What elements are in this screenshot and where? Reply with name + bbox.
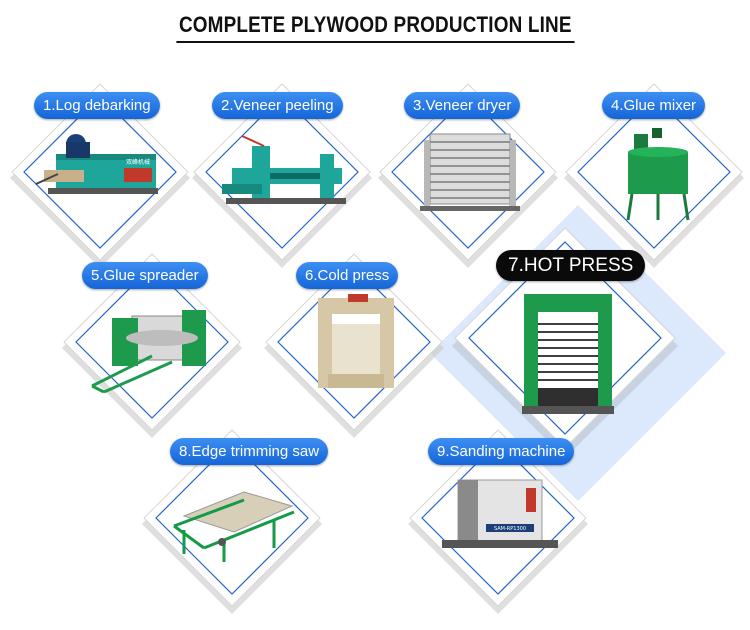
step-label-hot-press: 7.HOT PRESS xyxy=(496,250,646,281)
machine-plate-text: 双峰机械 xyxy=(126,158,150,166)
step-label-log-debarking: 1.Log debarking xyxy=(34,92,160,119)
edge-trimming-saw-machine-image xyxy=(173,491,295,562)
step-label-glue-mixer: 4.Glue mixer xyxy=(602,92,706,119)
step-label-veneer-peeling: 2.Veneer peeling xyxy=(212,92,343,119)
step-label-glue-spreader: 5.Glue spreader xyxy=(82,262,208,289)
step-label-sanding-machine: 9.Sanding machine xyxy=(428,438,575,465)
step-card-glue-spreader: 5.Glue spreader xyxy=(60,253,244,438)
page-title-wrap: COMPLETE PLYWOOD PRODUCTION LINE xyxy=(0,12,750,43)
step-label-edge-trimming-saw: 8.Edge trimming saw xyxy=(170,438,329,465)
veneer-peeling-machine-image xyxy=(222,135,346,204)
step-label-veneer-dryer: 3.Veneer dryer xyxy=(404,92,521,119)
diamond-frame xyxy=(452,227,678,458)
step-card-sanding-machine: SAM-RP1300 9.Sanding machine xyxy=(406,429,590,614)
cold-press-machine-image xyxy=(318,294,394,388)
hot-press-machine-image xyxy=(522,294,614,414)
log-debarking-machine-image: 双峰机械 xyxy=(36,134,158,194)
sanding-machine-image: SAM-RP1300 xyxy=(442,479,558,548)
veneer-dryer-machine-image xyxy=(420,133,520,211)
glue-mixer-machine-image xyxy=(626,128,690,221)
machine-plate-text: SAM-RP1300 xyxy=(494,526,526,532)
page-title: COMPLETE PLYWOOD PRODUCTION LINE xyxy=(176,12,574,43)
step-card-veneer-peeling: 2.Veneer peeling xyxy=(190,83,374,268)
step-card-veneer-dryer: 3.Veneer dryer xyxy=(376,83,560,268)
glue-spreader-machine-image xyxy=(91,310,206,394)
step-card-glue-mixer: 4.Glue mixer xyxy=(562,83,746,268)
step-card-cold-press: 6.Cold press xyxy=(262,253,446,438)
step-card-edge-trimming-saw: 8.Edge trimming saw xyxy=(140,429,329,614)
step-card-log-debarking: 双峰机械 1.Log debarking xyxy=(8,83,192,268)
step-label-cold-press: 6.Cold press xyxy=(296,262,399,289)
step-card-hot-press: 7.HOT PRESS xyxy=(450,227,680,458)
